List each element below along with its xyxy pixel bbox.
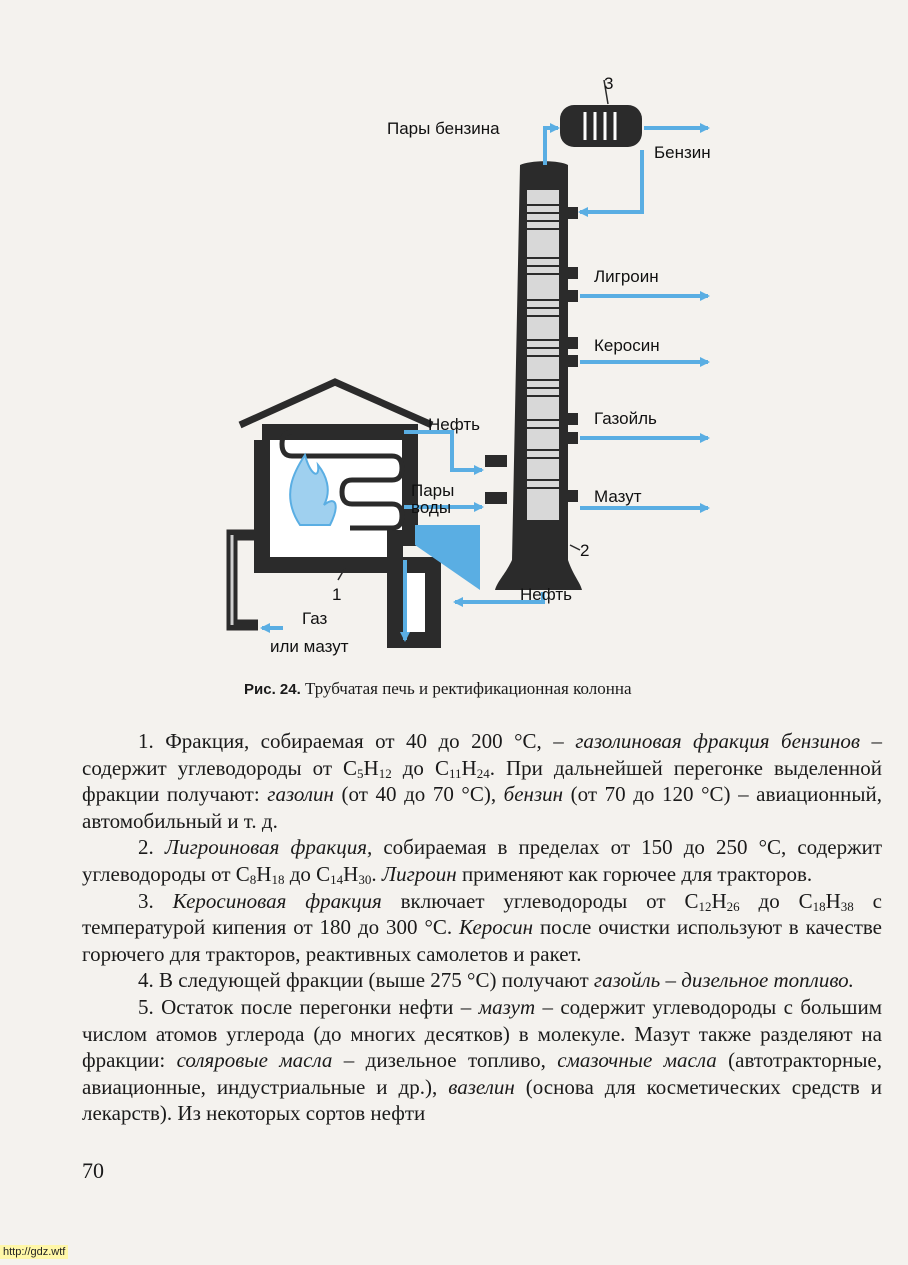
paragraph-5: 5. Остаток после перегонки нефти – мазут… bbox=[82, 994, 883, 1126]
paragraph-3: 3. Керосиновая фракция включает углеводо… bbox=[82, 888, 882, 966]
label-steam-2: воды bbox=[411, 498, 452, 517]
label-ligroin: Лигроин bbox=[594, 267, 659, 286]
label-gasoil: Газойль bbox=[594, 409, 657, 428]
label-gasoline: Бензин bbox=[654, 143, 711, 162]
label-num-1: 1 bbox=[332, 585, 342, 604]
label-num-3: 3 bbox=[604, 74, 614, 93]
label-num-2: 2 bbox=[580, 541, 590, 560]
rectification-column bbox=[485, 161, 582, 590]
paragraph-2: 2. Лигроиновая фракция, собираемая в пре… bbox=[82, 835, 882, 887]
flame-icon bbox=[289, 452, 337, 526]
caption-text: Трубчатая печь и ректификационная колонн… bbox=[305, 679, 632, 698]
condenser bbox=[560, 79, 642, 147]
figure-caption: Рис. 24. Трубчатая печь и ректификационн… bbox=[244, 679, 632, 699]
label-gas-2: или мазут bbox=[270, 637, 349, 656]
watermark-link[interactable]: http://gdz.wtf bbox=[0, 1245, 69, 1259]
label-mazut: Мазут bbox=[594, 487, 642, 506]
page-number: 70 bbox=[82, 1158, 104, 1183]
diagram-svg bbox=[226, 79, 710, 648]
caption-number: Рис. 24. bbox=[244, 681, 301, 698]
label-kerosene: Керосин bbox=[594, 336, 660, 355]
tube-furnace bbox=[226, 378, 441, 648]
paragraph-4: 4. В следующей фракции (выше 275 °С) пол… bbox=[138, 968, 854, 993]
body-text: 1. Фракция, собираемая от 40 до 200 °С, … bbox=[82, 728, 882, 1127]
label-oil-bottom: Нефть bbox=[520, 585, 572, 604]
label-gas-1: Газ bbox=[302, 609, 328, 628]
label-oil-in: Нефть bbox=[428, 415, 480, 434]
figure-tube-furnace-column: Пары бензина 3 Бензин Лигроин Керосин Га… bbox=[226, 74, 711, 656]
label-vapors-gasoline: Пары бензина bbox=[387, 119, 500, 138]
label-steam-1: Пары bbox=[411, 481, 455, 500]
flow-arrows bbox=[260, 123, 710, 642]
paragraph-1: 1. Фракция, собираемая от 40 до 200 °С, … bbox=[82, 729, 882, 833]
